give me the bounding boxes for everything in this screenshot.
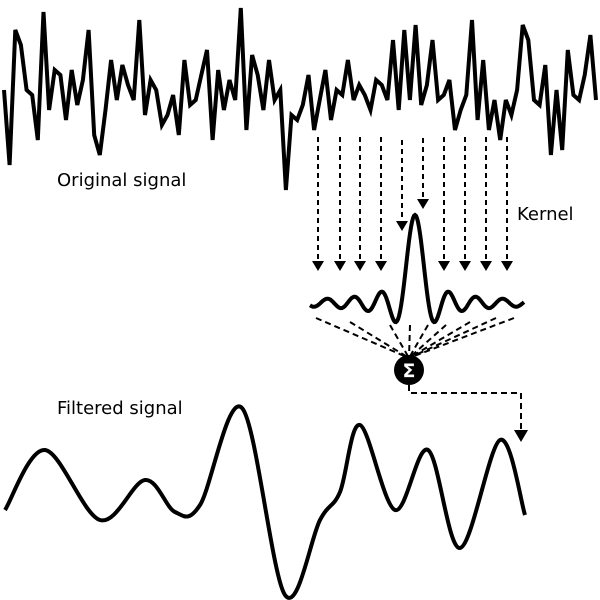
arrowhead <box>312 261 324 271</box>
original-signal-line <box>2 7 598 191</box>
arrowhead <box>334 261 346 271</box>
weight-line <box>389 324 410 359</box>
original-signal-label: Original signal <box>57 170 187 191</box>
arrowhead <box>438 261 450 271</box>
arrowhead <box>396 221 408 231</box>
arrowhead <box>459 261 471 271</box>
arrowhead <box>354 261 366 271</box>
arrowhead <box>501 261 513 271</box>
filtered-signal-label: Filtered signal <box>57 398 183 419</box>
kernel-label: Kernel <box>517 204 574 225</box>
weight-line <box>408 317 497 359</box>
weight-line <box>349 321 410 359</box>
arrowhead <box>480 261 492 271</box>
weight-line <box>408 324 447 359</box>
kernel-curve <box>308 212 526 325</box>
weight-line <box>408 324 429 359</box>
sum-node <box>394 355 424 385</box>
weight-line <box>408 324 411 359</box>
output-connector <box>408 385 522 432</box>
weight-line <box>315 317 410 359</box>
weight-line <box>408 321 471 359</box>
weighted-sum-lines <box>315 317 515 359</box>
filtered-signal-line <box>3 404 527 600</box>
weight-line <box>408 317 515 359</box>
sampling-arrows <box>312 137 513 271</box>
arrowhead <box>375 261 387 271</box>
output-arrowhead <box>514 430 528 442</box>
sigma-icon: Σ <box>403 360 416 382</box>
arrowhead <box>417 199 429 209</box>
